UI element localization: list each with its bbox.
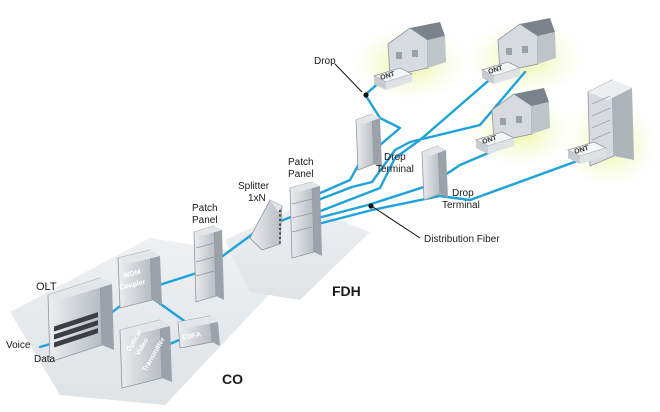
- drop-terminal-2-device: [421, 145, 448, 201]
- drop-terminal-2-label-line1: Drop: [452, 188, 474, 199]
- edfa-label: EDFA: [182, 331, 202, 342]
- patch-panel-1-device: [193, 225, 224, 303]
- ont-box: [566, 141, 608, 164]
- data-label: Data: [34, 354, 56, 365]
- drop-leader-dot: [363, 92, 369, 98]
- ont-box: [372, 67, 414, 90]
- drop-terminal-2-label-line2: Terminal: [442, 200, 480, 211]
- fiber-dist-5: [316, 158, 582, 226]
- ont-label: ONT: [482, 135, 499, 146]
- ont-label: ONT: [380, 71, 397, 82]
- splitter-device: [249, 199, 283, 251]
- distribution-fiber-leader-dot: [368, 203, 374, 209]
- fdh-label: FDH: [332, 283, 361, 299]
- patch-panel-2-label-line2: Panel: [288, 169, 314, 180]
- splitter-label-line1: Splitter: [238, 181, 270, 192]
- co-label: CO: [222, 371, 243, 387]
- drop-terminal-1-device: [355, 113, 382, 171]
- house-icon: [491, 88, 550, 143]
- ont-box: [474, 131, 516, 154]
- patch-panel-1-label-line1: Patch: [192, 203, 218, 214]
- house-icon: [497, 18, 556, 73]
- olt-label: OLT: [36, 281, 57, 293]
- voice-label: Voice: [6, 340, 31, 351]
- patch-panel-2-label-line1: Patch: [288, 157, 314, 168]
- drop-terminal-1-label-line2: Terminal: [376, 164, 414, 175]
- wdm-coupler-device: [117, 249, 162, 309]
- ont-label: ONT: [488, 65, 505, 76]
- patch-panel-1-label-line2: Panel: [192, 215, 218, 226]
- drop-leader: [334, 63, 363, 93]
- drop-label: Drop: [314, 56, 336, 67]
- ont-box: [480, 61, 522, 84]
- edfa-device: [177, 315, 220, 349]
- patch-panel-2-device: [289, 181, 322, 259]
- fiber-dist-2: [316, 70, 527, 202]
- fiber-dist-1: [316, 73, 497, 214]
- distribution-fiber-leader: [369, 204, 421, 239]
- ont-label: ONT: [574, 145, 591, 156]
- house-icon: [387, 22, 446, 77]
- optical-video-transmitter-device: [119, 319, 172, 389]
- wdm-label-line1: WDM: [123, 269, 142, 280]
- drop-terminal-1-label-line1: Drop: [384, 152, 406, 163]
- olt-device: [47, 277, 114, 363]
- splitter-label-line2: 1xN: [248, 193, 266, 204]
- distribution-fiber-label: Distribution Fiber: [424, 234, 500, 245]
